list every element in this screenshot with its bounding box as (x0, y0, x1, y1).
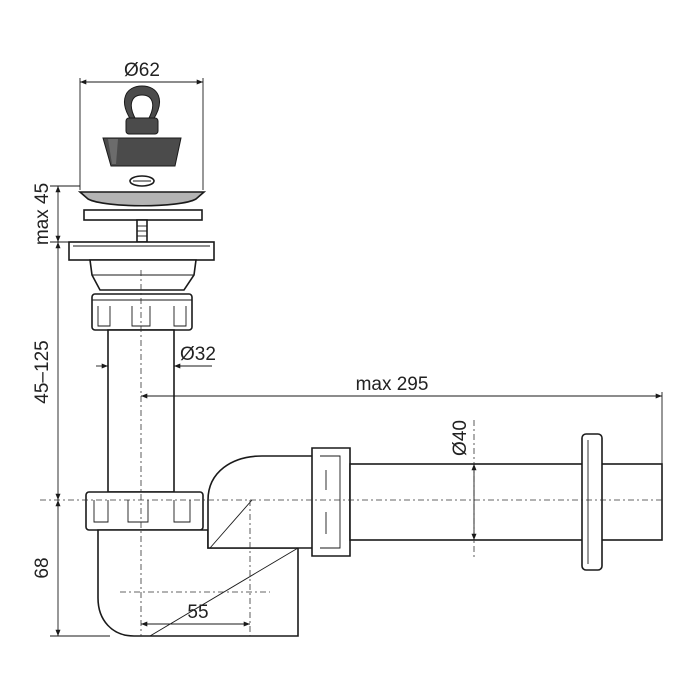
outlet-pipe (349, 463, 663, 541)
dim-plug-height: max 45 (32, 183, 53, 245)
dim-tube-diameter: Ø32 (180, 344, 216, 365)
stopper (102, 85, 182, 167)
upper-nut (91, 293, 193, 331)
strainer (77, 175, 207, 243)
elbow (207, 455, 321, 549)
trap-body (68, 241, 663, 637)
lower-nut (85, 491, 204, 531)
dim-trap-height: 68 (32, 557, 53, 578)
outlet-nut (311, 447, 351, 557)
sink-flange (68, 241, 215, 261)
dim-outlet-length: max 295 (356, 374, 429, 395)
dim-tube-length: 45–125 (32, 340, 53, 403)
dim-strainer-diameter: Ø62 (124, 60, 160, 81)
dim-outlet-diameter: Ø40 (450, 420, 471, 456)
stopper-ring-icon (124, 85, 160, 121)
dimension-lines (50, 78, 663, 637)
wall-rosette (581, 433, 603, 571)
dim-trap-width: 55 (187, 602, 208, 623)
